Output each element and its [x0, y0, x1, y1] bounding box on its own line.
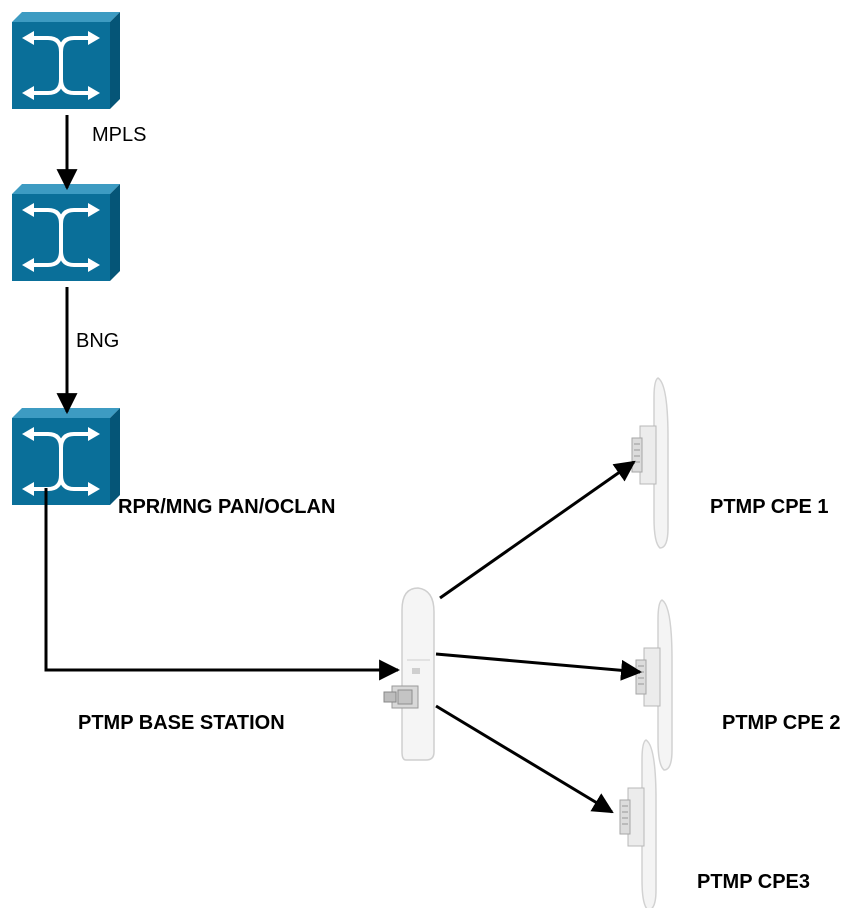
link-base-to-cpe3 — [435, 704, 614, 814]
ptmp-base-station-icon — [383, 587, 435, 761]
rpr-label: RPR/MNG PAN/OCLAN — [118, 496, 336, 518]
cpe2-label: PTMP CPE 2 — [722, 712, 841, 734]
ptmp-cpe-1-icon — [631, 377, 669, 549]
link-base-to-cpe1 — [439, 460, 636, 600]
mpls-label: MPLS — [92, 124, 147, 146]
link-rpr-to-base-station — [44, 488, 401, 681]
switch-mpls-icon — [10, 10, 122, 111]
base-station-label: PTMP BASE STATION — [78, 712, 285, 734]
ptmp-cpe-3-icon — [619, 739, 657, 908]
bng-label: BNG — [76, 330, 120, 352]
cpe3-label: PTMP CPE3 — [697, 871, 810, 893]
cpe1-label: PTMP CPE 1 — [710, 496, 829, 518]
switch-bng-icon — [10, 182, 122, 283]
link-base-to-cpe2 — [435, 652, 643, 681]
switch-rpr-icon — [10, 406, 122, 507]
ptmp-cpe-2-icon — [635, 599, 673, 771]
